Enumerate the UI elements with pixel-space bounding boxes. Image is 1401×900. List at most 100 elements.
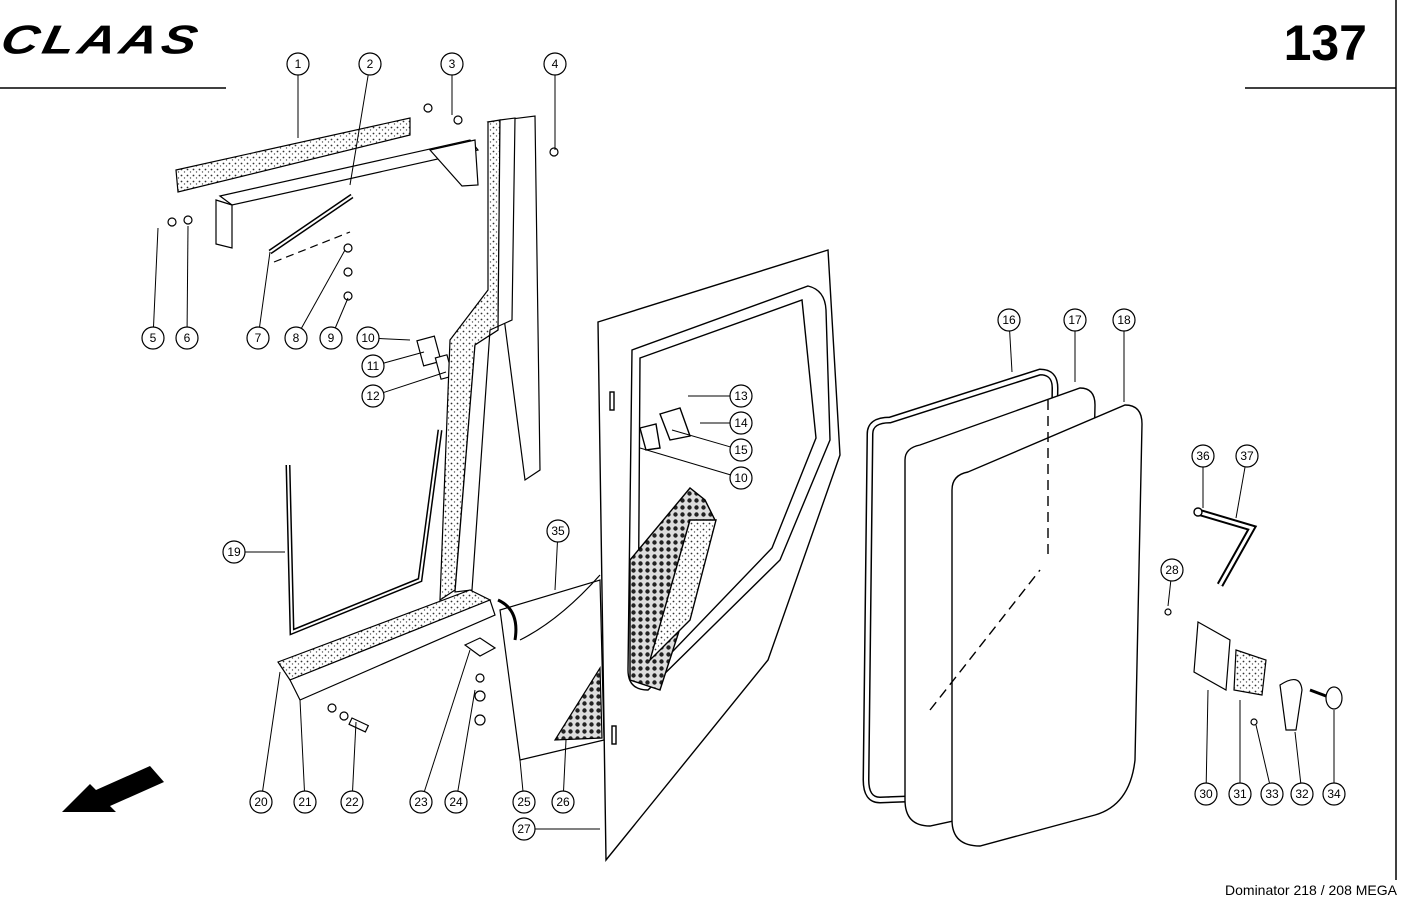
callout-circle bbox=[729, 384, 753, 408]
callout-number: 13 bbox=[734, 389, 748, 403]
callout-circle bbox=[1191, 444, 1215, 468]
callout-leader bbox=[1294, 731, 1302, 784]
callout-16: 16 bbox=[997, 308, 1021, 373]
callout-circle bbox=[729, 466, 753, 490]
callout-20: 20 bbox=[249, 671, 281, 814]
callout-number: 33 bbox=[1265, 787, 1279, 801]
callout-circle bbox=[1322, 782, 1346, 806]
callout-circle bbox=[409, 790, 433, 814]
upper-strip bbox=[175, 117, 480, 249]
callout-leader bbox=[259, 251, 271, 328]
callout-leader bbox=[383, 371, 447, 394]
callout-leader bbox=[1205, 689, 1209, 784]
callout-circle bbox=[293, 790, 317, 814]
callout-leader bbox=[519, 759, 524, 792]
callout-number: 18 bbox=[1117, 313, 1131, 327]
callout-number: 21 bbox=[298, 795, 312, 809]
callout-leader bbox=[1167, 580, 1172, 607]
callout-number: 17 bbox=[1068, 313, 1082, 327]
callout-number: 15 bbox=[734, 443, 748, 457]
callout-leader bbox=[457, 689, 476, 792]
callout-circle bbox=[440, 52, 464, 76]
callout-leader bbox=[554, 541, 558, 591]
callout-37: 37 bbox=[1235, 444, 1259, 519]
callout-circle bbox=[249, 790, 273, 814]
callout-circle bbox=[358, 52, 382, 76]
callout-circle bbox=[1112, 308, 1136, 332]
page-number: 137 bbox=[1283, 15, 1367, 71]
callout-23: 23 bbox=[409, 649, 471, 814]
callout-10: 10 bbox=[639, 447, 753, 490]
callout-number: 36 bbox=[1196, 449, 1210, 463]
callout-circle bbox=[1228, 782, 1252, 806]
callout-circle bbox=[1235, 444, 1259, 468]
callout-34: 34 bbox=[1322, 710, 1346, 806]
callout-leader bbox=[152, 227, 159, 328]
callout-circle bbox=[1194, 782, 1218, 806]
callout-33: 33 bbox=[1255, 724, 1284, 806]
door-panel bbox=[597, 249, 841, 862]
lower-bracket bbox=[327, 637, 497, 733]
callout-number: 26 bbox=[556, 795, 570, 809]
callout-leader bbox=[423, 649, 471, 792]
callout-number: 34 bbox=[1327, 787, 1341, 801]
callout-number: 31 bbox=[1233, 787, 1247, 801]
callout-circle bbox=[1260, 782, 1284, 806]
callout-24: 24 bbox=[444, 689, 476, 814]
callout-leader bbox=[186, 225, 189, 328]
callout-17: 17 bbox=[1063, 308, 1087, 382]
callout-30: 30 bbox=[1194, 689, 1218, 806]
callout-2: 2 bbox=[349, 52, 382, 186]
callout-36: 36 bbox=[1191, 444, 1215, 508]
callout-22: 22 bbox=[340, 721, 364, 814]
callout-19: 19 bbox=[222, 540, 285, 564]
callout-number: 19 bbox=[227, 545, 241, 559]
callout-leader bbox=[299, 699, 305, 792]
lower-trim-panel bbox=[497, 574, 605, 761]
callout-circle bbox=[444, 790, 468, 814]
callout-number: 2 bbox=[367, 57, 374, 71]
callout-leader bbox=[383, 351, 425, 364]
callout-circle bbox=[361, 384, 385, 408]
callout-15: 15 bbox=[671, 429, 753, 462]
callout-7: 7 bbox=[246, 251, 271, 350]
direction-arrow bbox=[62, 766, 164, 812]
callout-21: 21 bbox=[293, 699, 317, 814]
callout-4: 4 bbox=[543, 52, 567, 150]
callout-number: 27 bbox=[517, 822, 531, 836]
door-pillar bbox=[277, 115, 541, 701]
callout-number: 32 bbox=[1295, 787, 1309, 801]
callout-14: 14 bbox=[700, 411, 753, 435]
callout-number: 24 bbox=[449, 795, 463, 809]
callout-31: 31 bbox=[1228, 700, 1252, 806]
callout-circle bbox=[175, 326, 199, 350]
door-handle bbox=[1193, 507, 1258, 587]
model-label: Dominator 218 / 208 MEGA bbox=[1225, 882, 1397, 898]
callout-leader bbox=[378, 338, 411, 341]
callout-number: 4 bbox=[552, 57, 559, 71]
callout-circle bbox=[1160, 558, 1184, 582]
callout-number: 28 bbox=[1165, 563, 1179, 577]
callout-circle bbox=[546, 519, 570, 543]
callout-leader bbox=[563, 739, 567, 792]
callout-number: 14 bbox=[734, 416, 748, 430]
callout-leader bbox=[1235, 466, 1246, 519]
callout-number: 7 bbox=[255, 331, 262, 345]
callout-32: 32 bbox=[1290, 731, 1314, 806]
callout-leader bbox=[262, 671, 281, 792]
callout-18: 18 bbox=[1112, 308, 1136, 402]
callout-circle bbox=[284, 326, 308, 350]
callout-circle bbox=[1290, 782, 1314, 806]
callout-circle bbox=[246, 326, 270, 350]
callout-leader bbox=[671, 429, 731, 448]
callout-circle bbox=[512, 790, 536, 814]
callout-26: 26 bbox=[551, 739, 575, 814]
callout-circle bbox=[222, 540, 246, 564]
callout-circle bbox=[356, 326, 380, 350]
callout-number: 37 bbox=[1240, 449, 1254, 463]
callout-number: 10 bbox=[361, 331, 375, 345]
callout-number: 22 bbox=[345, 795, 359, 809]
callout-circle bbox=[997, 308, 1021, 332]
callout-number: 11 bbox=[367, 359, 380, 373]
